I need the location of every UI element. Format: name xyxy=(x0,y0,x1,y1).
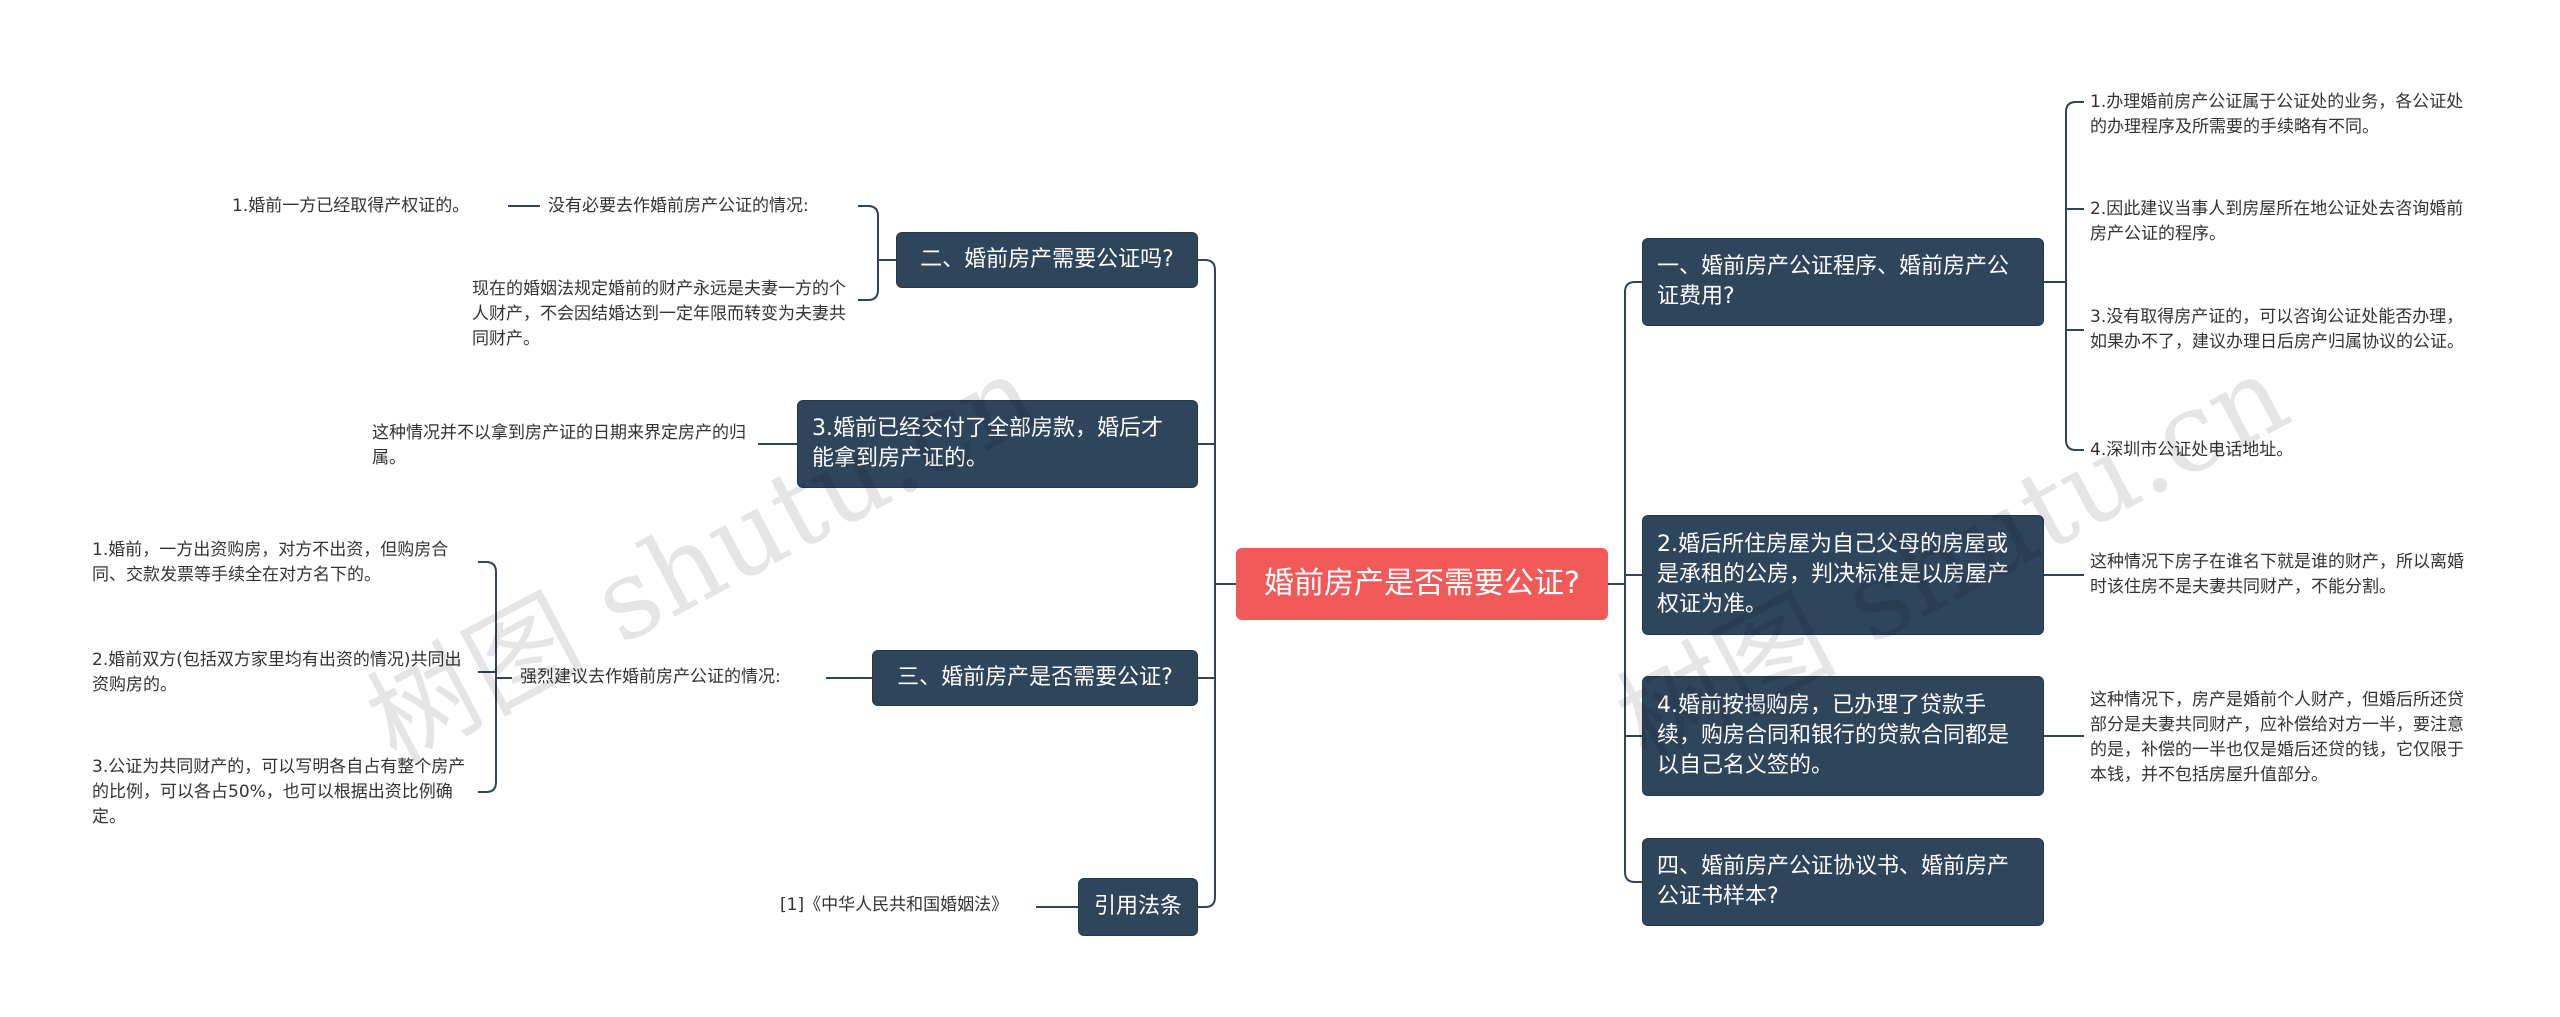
branch-q5-agreement-sample[interactable]: 四、婚前房产公证协议书、婚前房产公证书样本? xyxy=(1642,838,2044,926)
q3b-sub-link-2 xyxy=(478,781,497,793)
branch-q2-notary-needed[interactable]: 二、婚前房产需要公证吗? xyxy=(896,232,1198,288)
leaf-q1-item-1[interactable]: 1.办理婚前房产公证属于公证处的业务，各公证处的办理程序及所需要的手续略有不同。 xyxy=(2090,92,2464,137)
q1-link-0 xyxy=(2065,101,2084,113)
branch-q3b-notary-required[interactable]: 三、婚前房产是否需要公证? xyxy=(872,650,1198,706)
leaf-q2-sub-item-1[interactable]: 1.婚前一方已经取得产权证的。 xyxy=(232,196,470,216)
root-right-link-0 xyxy=(1624,281,1642,293)
q2-link-1 xyxy=(858,289,879,301)
leaf-q3b-item-3[interactable]: 3.公证为共同财产的，可以写明各自占有整个房产的比例，可以各占50%，也可以根据… xyxy=(92,757,466,827)
leaf-q3a-ownership[interactable]: 这种情况并不以拿到房产证的日期来界定房产的归属。 xyxy=(372,423,746,468)
root-left-link-0 xyxy=(1198,259,1216,271)
leaf-q2-marriage-law[interactable]: 现在的婚姻法规定婚前的财产永远是夫妻一方的个人财产，不会因结婚达到一定年限而转变… xyxy=(472,279,846,349)
leaf-q1-item-4[interactable]: 4.深圳市公证处电话地址。 xyxy=(2090,440,2294,460)
leaf-q1-item-3[interactable]: 3.没有取得房产证的，可以咨询公证处能否办理，如果办不了，建议办理日后房产归属协… xyxy=(2090,307,2464,352)
leaf-q2b-ownership[interactable]: 这种情况下房子在谁名下就是谁的财产，所以离婚时该住房不是夫妻共同财产，不能分割。 xyxy=(2090,552,2464,597)
branch-q1-procedure-fee[interactable]: 一、婚前房产公证程序、婚前房产公证费用? xyxy=(1642,238,2044,326)
root-left-link-3 xyxy=(1198,896,1216,908)
branch-q3a-paid-in-full[interactable]: 3.婚前已经交付了全部房款，婚后才能拿到房产证的。 xyxy=(797,400,1198,488)
leaf-q3b-sub-strongly-recommend[interactable]: 强烈建议去作婚前房产公证的情况: xyxy=(520,667,781,687)
leaf-q3b-item-1[interactable]: 1.婚前，一方出资购房，对方不出资，但购房合同、交款发票等手续全在对方名下的。 xyxy=(92,540,449,585)
root-right-link-3 xyxy=(1624,871,1642,883)
branch-q2b-parents-house[interactable]: 2.婚后所住房屋为自己父母的房屋或是承租的公房，判决标准是以房屋产权证为准。 xyxy=(1642,515,2044,635)
branch-law-reference[interactable]: 引用法条 xyxy=(1078,878,1198,936)
leaf-law-marriage-law[interactable]: [1]《中华人民共和国婚姻法》 xyxy=(780,895,1009,915)
q1-link-3 xyxy=(2065,439,2084,451)
leaf-q1-item-2[interactable]: 2.因此建议当事人到房屋所在地公证处去咨询婚前房产公证的程序。 xyxy=(2090,199,2464,244)
root-topic[interactable]: 婚前房产是否需要公证? xyxy=(1236,548,1608,620)
leaf-q2-sub-no-need[interactable]: 没有必要去作婚前房产公证的情况: xyxy=(548,196,809,216)
branch-q4-mortgage[interactable]: 4.婚前按揭购房，已办理了贷款手续，购房合同和银行的贷款合同都是以自己名义签的。 xyxy=(1642,676,2044,796)
q3b-sub-link-0 xyxy=(478,561,497,573)
leaf-q3b-item-2[interactable]: 2.婚前双方(包括双方家里均有出资的情况)共同出资购房的。 xyxy=(92,650,462,695)
leaf-q4-compensation[interactable]: 这种情况下，房产是婚前个人财产，但婚后所还贷部分是夫妻共同财产，应补偿给对方一半… xyxy=(2090,690,2464,785)
q2-link-0 xyxy=(858,205,879,217)
